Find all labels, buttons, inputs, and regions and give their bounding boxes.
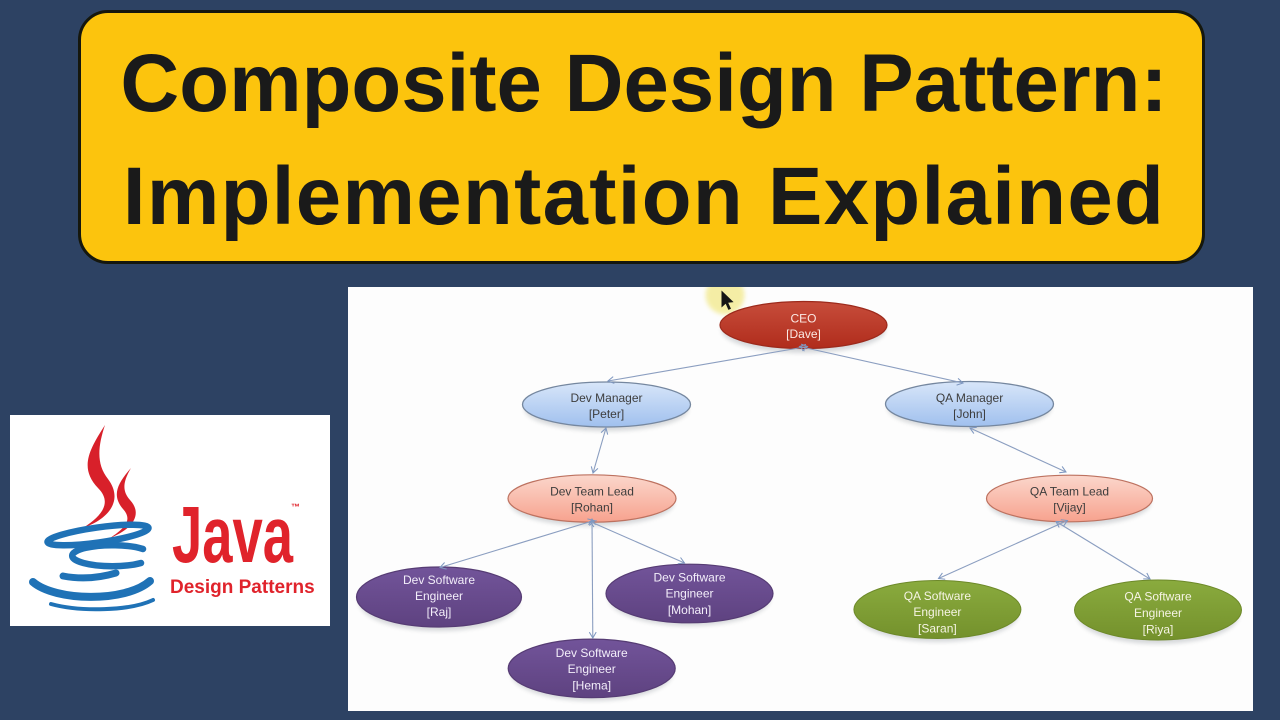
svg-text:QA Team Lead: QA Team Lead [1030,485,1109,499]
svg-text:[Rohan]: [Rohan] [571,501,613,515]
svg-text:Engineer: Engineer [568,662,616,676]
svg-text:Dev Team Lead: Dev Team Lead [550,485,634,499]
svg-text:QA Manager: QA Manager [936,391,1003,405]
svg-text:Dev Manager: Dev Manager [570,391,642,405]
svg-text:QA Software: QA Software [904,589,972,603]
svg-text:[John]: [John] [953,407,986,421]
svg-text:Java: Java [172,491,294,580]
svg-text:Engineer: Engineer [1134,606,1182,620]
svg-text:[Dave]: [Dave] [786,327,821,341]
svg-text:[Mohan]: [Mohan] [668,603,711,617]
svg-text:[Peter]: [Peter] [589,407,624,421]
svg-text:Dev Software: Dev Software [653,570,725,584]
svg-text:[Hema]: [Hema] [572,679,611,693]
svg-text:Engineer: Engineer [665,587,713,601]
svg-text:CEO: CEO [790,312,816,326]
svg-text:Dev Software: Dev Software [556,646,628,660]
svg-text:[Riya]: [Riya] [1143,622,1174,636]
svg-text:QA Software: QA Software [1124,590,1192,604]
svg-text:[Saran]: [Saran] [918,622,957,636]
svg-text:[Raj]: [Raj] [427,605,452,619]
svg-text:Dev Software: Dev Software [403,573,475,587]
svg-text:[Vijay]: [Vijay] [1053,501,1085,515]
svg-text:™: ™ [291,502,300,512]
svg-text:Engineer: Engineer [913,605,961,619]
svg-text:Design Patterns: Design Patterns [170,577,315,598]
svg-text:Engineer: Engineer [415,589,463,603]
